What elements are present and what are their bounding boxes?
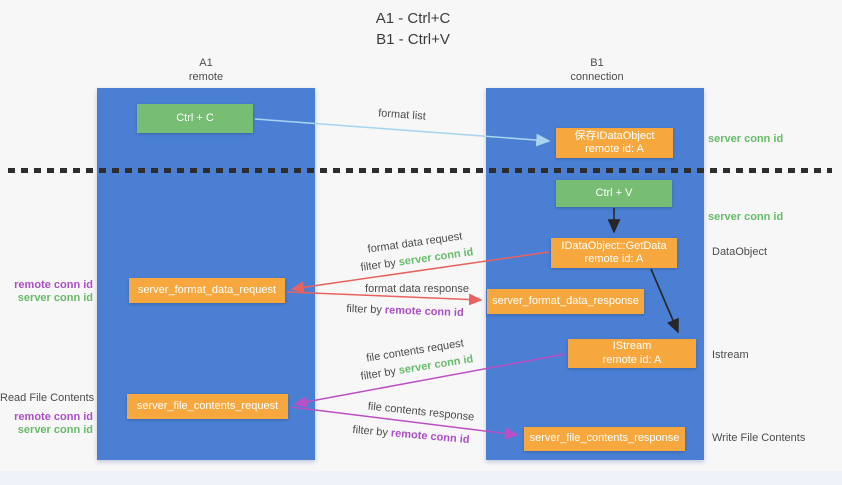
ctrl-v-label: Ctrl + V [595,186,633,199]
label-remote-conn-id-lower: remote conn id [14,411,93,423]
remote-conn-id-text: remote conn id [390,427,470,447]
label-read-file-contents: Read File Contents [0,392,95,404]
column-a1-subtitle: remote [188,71,224,83]
node-ctrl-v: Ctrl + V [556,180,672,207]
label-remote-conn-id-upper: remote conn id [14,279,93,291]
node-server-format-data-response: server_format_data_response [487,289,644,314]
left-conn-id-stack-upper: remote conn id server conn id [0,279,93,305]
getdata-line2: remote id: A [584,253,644,265]
footer-band [0,471,842,485]
label-istream: Istream [712,349,749,361]
istream-line2: remote id: A [602,353,662,366]
node-server-file-contents-response: server_file_contents_response [524,427,685,451]
label-server-conn-id-left-upper: server conn id [17,292,93,304]
label-dataobject: DataObject [712,246,768,258]
label-read-file-contents-wrap: Read File Contents [0,392,95,405]
column-header-a1: A1 remote [146,56,266,84]
filter-by-text: filter by [359,364,400,383]
node-server-format-data-request: server_format_data_request [129,278,285,303]
label-write-file-contents: Write File Contents [712,432,806,444]
format-response-label: server_format_data_response [492,294,639,307]
label-format-data-response: format data response [365,283,469,295]
title-line-1: A1 - Ctrl+C [375,10,451,27]
label-file-contents-response: file contents response [367,400,475,424]
column-b1-name: B1 [590,57,604,69]
title-line-2: B1 - Ctrl+V [376,31,450,48]
format-request-label: server_format_data_request [137,283,277,296]
column-header-b1: B1 connection [537,56,657,84]
dotted-divider [8,168,832,173]
node-save-idataobject: 保存IDataObject remote id: A [556,128,673,158]
save-idataobject-line2: remote id: A [585,143,644,155]
label-server-conn-id-left-lower: server conn id [17,424,93,436]
label-server-conn-id-upper: server conn id [708,133,784,145]
save-idataobject-line1: 保存IDataObject [574,129,655,142]
file-request-label: server_file_contents_request [136,399,279,412]
diagram-title: A1 - Ctrl+C B1 - Ctrl+V [313,8,513,50]
filter-by-text: filter by [352,423,392,440]
node-idataobject-getdata: IDataObject::GetData remote id: A [551,238,677,268]
getdata-line1: IDataObject::GetData [561,239,667,252]
label-server-conn-id-lower: server conn id [708,211,784,223]
label-format-list: format list [377,107,427,123]
ctrl-c-label: Ctrl + C [176,111,214,124]
column-b1-subtitle: connection [570,71,624,83]
file-response-label: server_file_contents_response [529,432,680,445]
filter-by-text: filter by [359,256,400,274]
node-server-file-contents-request: server_file_contents_request [127,394,288,419]
node-istream: IStream remote id: A [568,339,696,368]
column-a1-name: A1 [199,57,213,69]
istream-line1: IStream [612,340,652,352]
label-filter-remote-conn-id-1: filter by remote conn id [346,303,464,319]
node-ctrl-c: Ctrl + C [137,104,253,133]
label-filter-remote-conn-id-2: filter by remote conn id [352,424,470,446]
filter-by-text: filter by [346,302,386,317]
left-conn-id-stack-lower: remote conn id server conn id [0,411,93,437]
remote-conn-id-text: remote conn id [384,304,464,320]
